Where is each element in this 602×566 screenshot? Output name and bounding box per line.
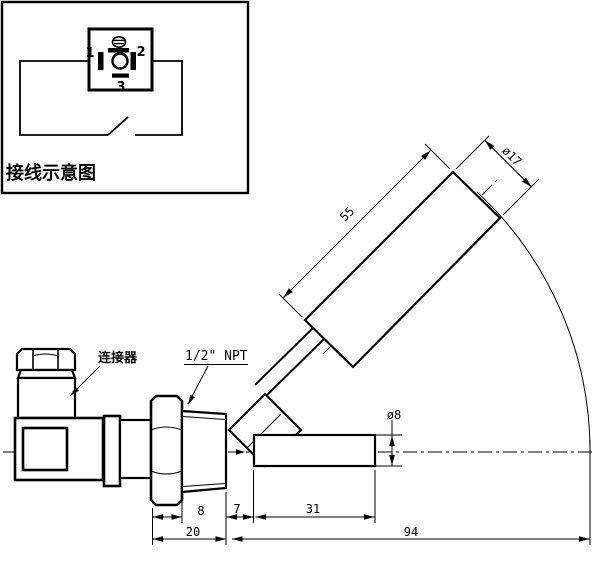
dim-7-label: 7 bbox=[233, 502, 240, 516]
pin3-contact bbox=[112, 73, 129, 78]
dimension-lines: 8 7 31 20 94 ø8 bbox=[152, 135, 591, 545]
switch-blade bbox=[107, 116, 129, 136]
dim-94-label: 94 bbox=[404, 525, 418, 539]
connector-center-hole bbox=[111, 52, 129, 70]
thread-taper bbox=[180, 409, 228, 494]
pin3-label: 3 bbox=[116, 80, 125, 95]
dim-o8-label: ø8 bbox=[387, 408, 401, 422]
centerlines bbox=[3, 179, 592, 453]
hex-nut bbox=[149, 394, 184, 507]
dim-o17-label: ø17 bbox=[499, 144, 524, 169]
collar-flange bbox=[102, 414, 122, 488]
connector-window bbox=[21, 426, 69, 472]
dim-31-label: 31 bbox=[306, 502, 320, 516]
wiring-title: 接线示意图 bbox=[6, 162, 96, 184]
pin1-label: 1 bbox=[85, 46, 94, 61]
wiring-diagram: 1 2 3 接线示意图 bbox=[0, 0, 250, 195]
switch-circuit bbox=[19, 60, 183, 136]
thread-spec-label: 1/2" NPT bbox=[185, 349, 248, 364]
connector-callout: 连接器 bbox=[70, 350, 138, 396]
stem-rod bbox=[252, 433, 377, 468]
gland-body bbox=[16, 376, 77, 420]
cable-gland-nut bbox=[15, 347, 77, 372]
float-rod bbox=[254, 327, 325, 397]
connector-assembly bbox=[13, 347, 153, 488]
pin2-contact bbox=[130, 52, 136, 70]
elbow-notch-upper bbox=[246, 413, 282, 449]
connector-label: 连接器 bbox=[98, 350, 138, 366]
dim-8-label: 8 bbox=[197, 504, 204, 518]
float-swing-arc bbox=[476, 191, 591, 459]
hex-facet-line-bottom bbox=[150, 470, 183, 475]
gland-neck bbox=[16, 368, 77, 380]
float-tube bbox=[303, 170, 502, 369]
elbow-pointer-arrow bbox=[236, 449, 245, 455]
npt-thread bbox=[180, 409, 228, 494]
body-tube bbox=[118, 418, 153, 480]
pin1-contact bbox=[98, 52, 104, 70]
dim-20-label: 20 bbox=[186, 525, 200, 539]
earth-ground-icon bbox=[108, 35, 129, 53]
hex-nut-outline bbox=[149, 394, 184, 507]
pin2-label: 2 bbox=[136, 45, 145, 60]
dim-stem-dia: ø8 bbox=[376, 408, 402, 467]
dim-55-label: 55 bbox=[337, 204, 357, 224]
hex-facet-line-top bbox=[150, 426, 183, 431]
thread-spec-callout: 1/2" NPT bbox=[184, 349, 248, 405]
